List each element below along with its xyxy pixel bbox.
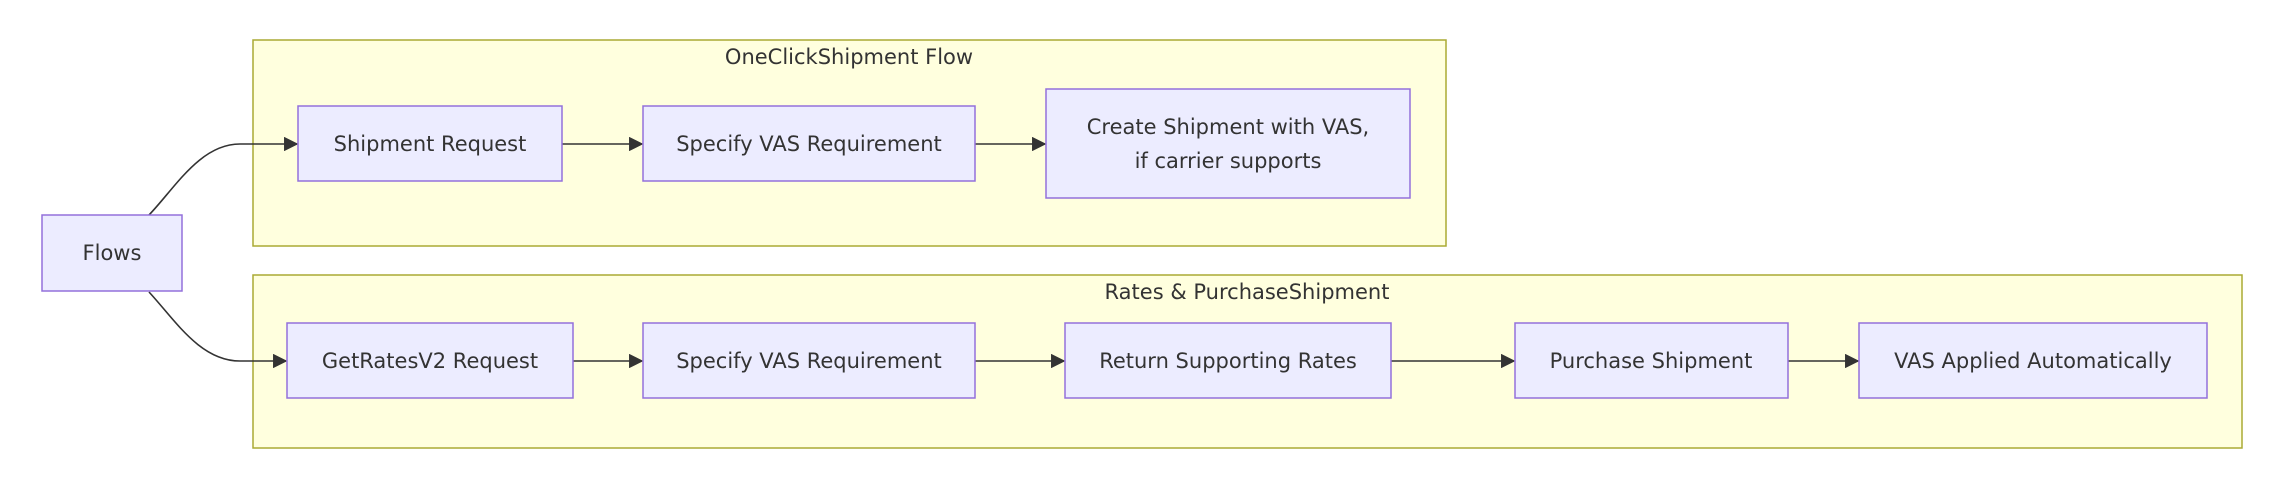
node-create-shipment-with-vas[interactable]: Create Shipment with VAS, if carrier sup… [1045, 88, 1411, 199]
edge-flows-to-shipment-request [148, 136, 299, 216]
node-label-line-2: if carrier supports [1135, 149, 1322, 173]
node-label: Flows [83, 241, 142, 265]
node-label: GetRatesV2 Request [322, 349, 538, 373]
edge-flows-to-getrates [148, 291, 288, 369]
node-vas-applied-automatically[interactable]: VAS Applied Automatically [1858, 322, 2208, 399]
node-label: Purchase Shipment [1550, 349, 1753, 373]
node-label: Return Supporting Rates [1099, 349, 1357, 373]
node-specify-vas-requirement-2[interactable]: Specify VAS Requirement [642, 322, 976, 399]
node-label: Specify VAS Requirement [676, 349, 942, 373]
node-label: VAS Applied Automatically [1894, 349, 2172, 373]
node-shipment-request[interactable]: Shipment Request [297, 105, 563, 182]
cluster-title-oneclickshipment: OneClickShipment Flow [725, 45, 973, 69]
node-getratesv2-request[interactable]: GetRatesV2 Request [286, 322, 574, 399]
node-flows[interactable]: Flows [41, 214, 183, 292]
edges [148, 136, 1860, 369]
node-label: Shipment Request [334, 132, 527, 156]
node-label: Specify VAS Requirement [676, 132, 942, 156]
node-return-supporting-rates[interactable]: Return Supporting Rates [1064, 322, 1392, 399]
node-label-line-1: Create Shipment with VAS, [1087, 115, 1369, 139]
node-purchase-shipment[interactable]: Purchase Shipment [1514, 322, 1789, 399]
cluster-title-rates-purchase: Rates & PurchaseShipment [1105, 280, 1390, 304]
node-specify-vas-requirement-1[interactable]: Specify VAS Requirement [642, 105, 976, 182]
